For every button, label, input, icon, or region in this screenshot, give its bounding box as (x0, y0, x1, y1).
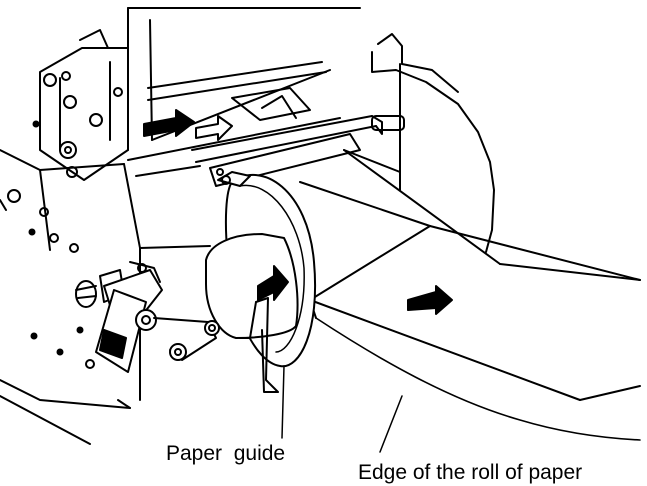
feed-arrows-top (143, 109, 233, 141)
callout-leaders (281, 365, 403, 453)
roll-edge-leader (379, 395, 403, 453)
paper-guide-label: Paper guide (166, 442, 286, 465)
paper-sheet (299, 181, 641, 441)
feed-mechanism (127, 87, 405, 187)
roll-edge-label: Edge of the roll of paper (358, 461, 583, 484)
right-guide-wall (343, 33, 501, 265)
guide-lever-housing (205, 233, 299, 393)
lock-knob-linkage (75, 261, 220, 373)
side-bracket (32, 29, 129, 181)
paper-guide-leader (281, 365, 285, 439)
lower-frame (0, 149, 211, 445)
